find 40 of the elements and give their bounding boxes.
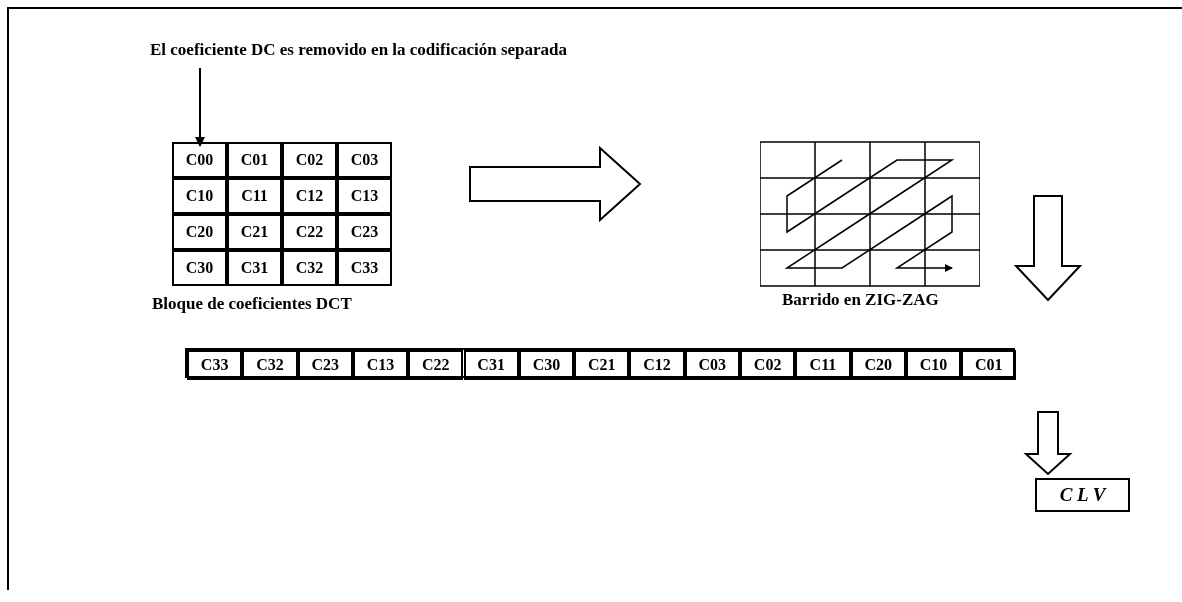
coefficient-cell: C03: [337, 142, 392, 178]
coefficient-cell: C11: [795, 350, 851, 380]
coefficient-cell: C12: [282, 178, 337, 214]
coefficient-cell: C01: [961, 350, 1017, 380]
coefficient-cell: C02: [282, 142, 337, 178]
coefficient-cell: C01: [227, 142, 282, 178]
coefficient-cell: C00: [172, 142, 227, 178]
block-caption: Bloque de coeficientes DCT: [152, 294, 352, 314]
block-arrow: [1013, 195, 1083, 302]
coefficient-cell: C12: [629, 350, 685, 380]
arrow: [195, 67, 205, 147]
coefficient-cell: C13: [352, 350, 409, 380]
coefficient-cell: C30: [518, 350, 575, 380]
coefficient-cell: C31: [227, 250, 282, 286]
coefficient-cell: C32: [242, 350, 298, 380]
coefficient-cell: C13: [337, 178, 392, 214]
coefficient-cell: C31: [463, 350, 519, 380]
coefficient-cell: C03: [684, 350, 740, 380]
coefficient-cell: C11: [227, 178, 282, 214]
coefficient-cell: C21: [227, 214, 282, 250]
coefficient-cell: C10: [172, 178, 227, 214]
coefficient-cell: C22: [282, 214, 337, 250]
coefficient-cell: C21: [574, 350, 630, 380]
coefficient-cell: C33: [187, 350, 243, 380]
coefficient-cell: C10: [905, 350, 962, 380]
vlc-box: C L V: [1035, 478, 1130, 512]
coefficient-cell: C20: [172, 214, 227, 250]
coefficient-cell: C32: [282, 250, 337, 286]
block-arrow: [1023, 411, 1073, 476]
block-arrow: [469, 145, 642, 223]
coefficient-cell: C22: [408, 350, 464, 380]
scan-caption: Barrido en ZIG-ZAG: [782, 290, 939, 310]
coefficient-cell: C23: [297, 350, 353, 380]
coefficient-sequence: [185, 348, 1015, 378]
coefficient-cell: C20: [850, 350, 906, 380]
coefficient-cell: C33: [337, 250, 392, 286]
coefficient-cell: C23: [337, 214, 392, 250]
coefficient-cell: C30: [172, 250, 227, 286]
coefficient-cell: C02: [740, 350, 796, 380]
note-text: El coeficiente DC es removido en la codificación separada: [150, 40, 710, 64]
